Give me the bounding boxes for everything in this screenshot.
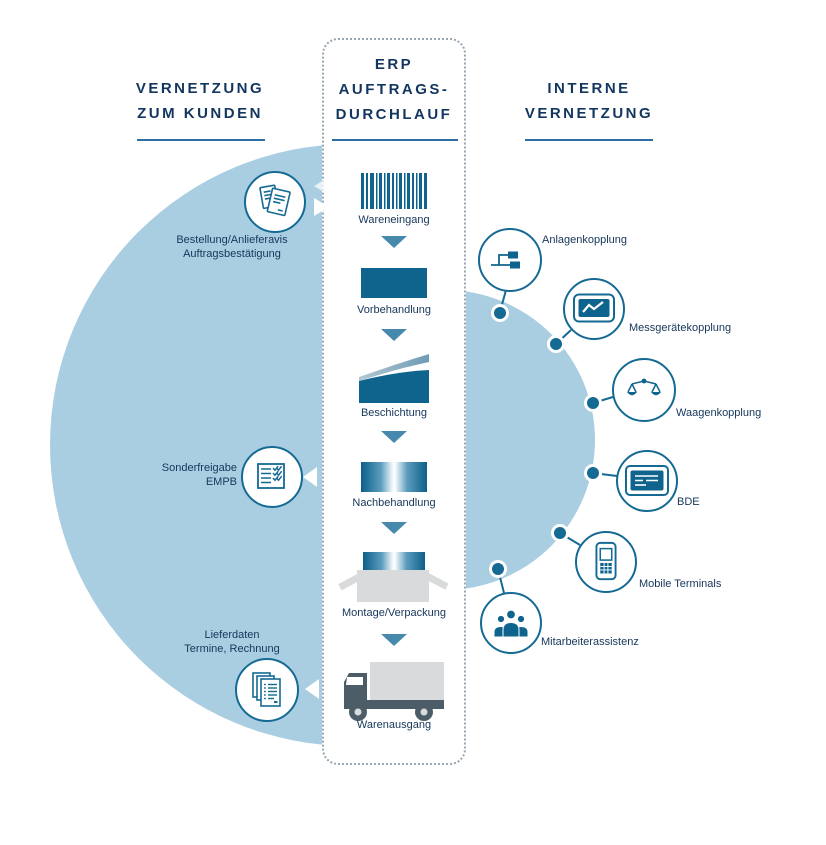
step-label-nachbehandlung: Nachbehandlung xyxy=(352,497,436,509)
node-waagenkopplung-label: Waagenkopplung xyxy=(676,407,762,419)
node-lieferdaten-label-line1: Lieferdaten xyxy=(204,629,260,641)
node-sonderfreigabe-label-line1: Sonderfreigabe xyxy=(161,462,237,474)
node-sonderfreigabe-label: Sonderfreigabe EMPB xyxy=(107,461,237,489)
checklist-icon xyxy=(257,463,285,489)
node-bde xyxy=(616,450,678,512)
node-lieferdaten-label: Lieferdaten Termine, Rechnung xyxy=(132,628,332,656)
header-customer-underline xyxy=(137,139,265,141)
node-bde-label: BDE xyxy=(677,496,700,508)
header-erp-line1: ERP xyxy=(374,56,414,73)
node-mobile-terminals-label: Mobile Terminals xyxy=(639,578,722,590)
header-internal-line1: INTERNE xyxy=(547,80,631,97)
chevron-right-icon xyxy=(314,198,329,216)
document-stack-icon xyxy=(252,672,281,707)
measurement-monitor-icon xyxy=(573,293,615,323)
flow-arrow-down-icon xyxy=(381,431,407,443)
header-erp-line3: DURCHLAUF xyxy=(335,106,453,123)
chevron-left-icon xyxy=(305,679,319,699)
node-waagenkopplung xyxy=(612,358,676,422)
node-lieferdaten-label-line2: Termine, Rechnung xyxy=(184,643,280,655)
header-erp-underline xyxy=(332,139,458,141)
solid-panel-icon xyxy=(361,268,427,298)
flow-arrow-down-icon xyxy=(381,329,407,341)
step-label-montage-verpackung: Montage/Verpackung xyxy=(342,607,446,619)
flow-arrow-down-icon xyxy=(381,634,407,646)
node-anlagenkopplung-label: Anlagenkopplung xyxy=(542,234,628,246)
node-mobile-terminals xyxy=(575,531,637,593)
step-label-wareneingang: Wareneingang xyxy=(358,214,430,226)
documents-icon xyxy=(259,184,291,217)
node-messgeraetekopplung-label: Messgerätekopplung xyxy=(629,322,732,334)
treated-panel-icon xyxy=(361,462,427,492)
node-lieferdaten xyxy=(235,658,299,722)
barcode-icon xyxy=(361,173,427,209)
truck-icon xyxy=(344,662,444,721)
header-customer-line1: VERNETZUNG xyxy=(135,80,265,97)
flow-arrow-down-icon xyxy=(381,522,407,534)
header-customer-network: VERNETZUNG ZUM KUNDEN xyxy=(100,76,300,126)
step-label-beschichtung: Beschichtung xyxy=(360,407,428,419)
node-bestellung-label-line2: Auftragsbestätigung xyxy=(183,248,281,260)
node-bestellung-label: Bestellung/Anlieferavis Auftragsbestätig… xyxy=(132,233,332,261)
header-internal-line2: VERNETZUNG xyxy=(524,105,654,122)
flow-arrow-down-icon xyxy=(381,236,407,248)
node-bestellung-label-line1: Bestellung/Anlieferavis xyxy=(176,234,288,246)
step-label-vorbehandlung: Vorbehandlung xyxy=(356,304,431,316)
header-internal-network: INTERNE VERNETZUNG xyxy=(519,76,659,126)
node-mitarbeiterassistenz-label: Mitarbeiterassistenz xyxy=(541,636,639,648)
node-anlagenkopplung xyxy=(478,228,542,292)
bde-terminal-icon xyxy=(625,465,669,496)
packaged-panel-icon xyxy=(363,552,425,570)
coating-swoosh-icon xyxy=(359,354,429,403)
machine-coupling-icon xyxy=(491,251,520,269)
node-sonderfreigabe xyxy=(241,446,303,508)
header-erp: ERP AUFTRAGS- DURCHLAUF xyxy=(322,52,466,127)
header-customer-line2: ZUM KUNDEN xyxy=(137,105,263,122)
node-sonderfreigabe-label-line2: EMPB xyxy=(205,476,237,488)
step-label-warenausgang: Warenausgang xyxy=(356,719,432,731)
mobile-device-icon xyxy=(595,541,617,581)
people-group-icon xyxy=(493,609,529,638)
scales-icon xyxy=(627,378,661,396)
chevron-left-icon xyxy=(303,467,317,487)
header-internal-underline xyxy=(525,139,653,141)
node-mitarbeiterassistenz xyxy=(480,592,542,654)
node-messgeraetekopplung xyxy=(563,278,625,340)
node-bestellung xyxy=(244,171,306,233)
chevron-left-icon xyxy=(314,177,329,195)
header-erp-line2: AUFTRAGS- xyxy=(338,81,450,98)
packaging-box-icon xyxy=(357,570,429,602)
